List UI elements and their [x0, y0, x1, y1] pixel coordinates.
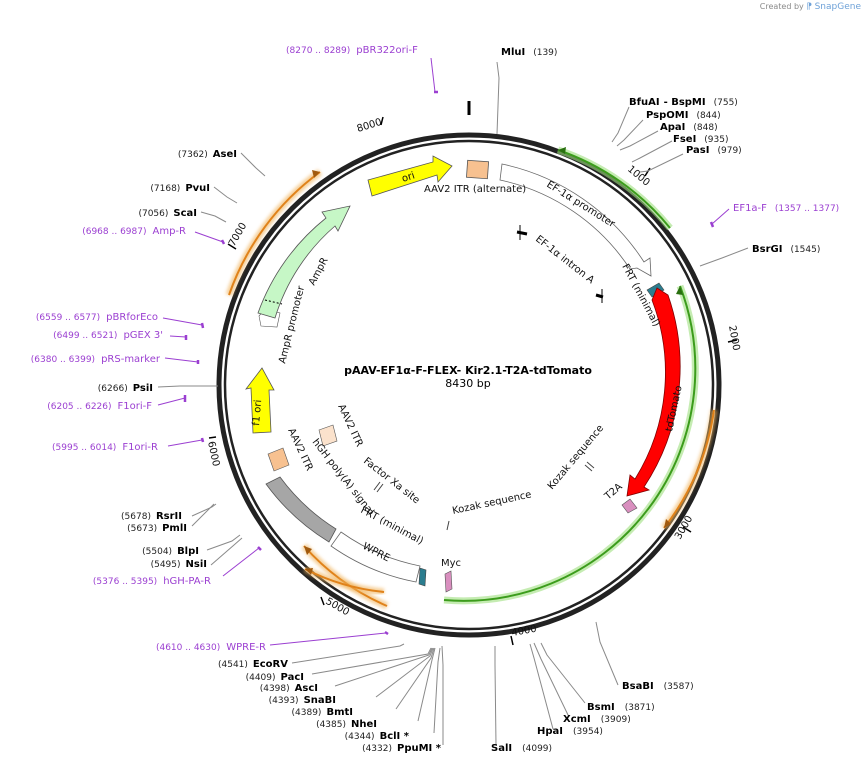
site-pvui: (7168)PvuI	[150, 183, 210, 194]
feature-label-myc: Myc	[441, 558, 461, 569]
site-psii: (6266)PsiI	[98, 383, 153, 394]
site-bsrgi: BsrGI(1545)	[752, 244, 820, 255]
primer-wpre-r: (4610 .. 4630)WPRE-R	[156, 642, 266, 653]
snapgene-credit: Created by ⁋ SnapGene	[760, 2, 861, 12]
snapgene-logo: ⁋	[806, 2, 813, 12]
site-bsabi: BsaBI(3587)	[622, 681, 694, 692]
site-snabi: (4393)SnaBI	[269, 695, 336, 706]
site-pmli: (5673)PmlI	[127, 523, 187, 534]
feature-label-factor-xa: Factor Xa site	[361, 456, 421, 507]
feature-label-t2a: T2A	[602, 481, 625, 503]
site-pspomi: PspOMI(844)	[646, 110, 721, 121]
credit-prefix: Created by	[759, 2, 804, 11]
feature-label-ef1a-intron: EF-1α intron A	[533, 234, 596, 287]
feature-label-hgh-polya: hGH poly(A) signal	[310, 437, 376, 517]
tick-label: 2000	[726, 325, 741, 352]
site-fsei: FseI(935)	[673, 134, 729, 145]
tick-label: 7000	[227, 221, 249, 249]
feature-label-ori: ori	[401, 170, 417, 184]
feature-arcs	[225, 146, 718, 610]
site-asei: (7362)AseI	[178, 149, 237, 160]
feature-label-kozak-center: Kozak sequence	[451, 489, 532, 517]
site-bcli: (4344)BclI *	[345, 731, 410, 742]
site-pasi: PasI(979)	[686, 145, 742, 156]
site-ecorv: (4541)EcoRV	[218, 659, 288, 670]
primer-f1ori-r: (5995 .. 6014)F1ori-R	[52, 442, 158, 453]
site-xcmi: XcmI(3909)	[563, 714, 631, 725]
site-bsmi: BsmI(3871)	[587, 702, 655, 713]
site-nsii: (5495)NsiI	[151, 559, 207, 570]
primer-marks	[183, 90, 715, 636]
feature-label-kozak-right: Kozak sequence	[546, 423, 606, 492]
credit-brand: SnapGene	[814, 2, 861, 12]
feature-label-ampr: AmpR	[307, 256, 331, 288]
site-nhei: (4385)NheI	[316, 719, 377, 730]
tick-label: 4000	[511, 624, 538, 639]
site-paci: (4409)PacI	[246, 672, 304, 683]
backbone-inner	[223, 139, 715, 631]
site-scai: (7056)ScaI	[138, 208, 197, 219]
site-leaders	[157, 61, 749, 746]
feature-label-ef1a-promoter: EF-1α promoter	[544, 179, 617, 230]
primer-prs-marker: (6380 .. 6399)pRS-marker	[31, 354, 161, 365]
primer-pbr322ori-f: (8270 .. 8289)pBR322ori-F	[286, 45, 418, 56]
primer-pgex-3: (6499 .. 6521)pGEX 3'	[53, 330, 163, 341]
primer-hgh-pa-r: (5376 .. 5395)hGH-PA-R	[93, 576, 211, 587]
site-sali: SalI(4099)	[491, 743, 552, 754]
backbone-outer	[216, 132, 722, 638]
primer-f1ori-f: (6205 .. 6226)F1ori-F	[47, 401, 152, 412]
site-blpi: (5504)BlpI	[142, 546, 199, 557]
site-rsrii: (5678)RsrII	[121, 511, 182, 522]
site-bmti: (4389)BmtI	[292, 707, 353, 718]
tick-label: 6000	[205, 440, 221, 467]
site-apai: ApaI(848)	[660, 122, 718, 133]
primer-amp-r: (6968 .. 6987)Amp-R	[82, 226, 186, 237]
feature-label-aav2-itr-inner: AAV2 ITR	[335, 403, 364, 449]
site-hpai: HpaI(3954)	[537, 726, 603, 737]
plasmid-size: 8430 bp	[445, 377, 490, 390]
site-asci: (4398)AscI	[260, 683, 318, 694]
tick-label: 8000	[356, 117, 384, 135]
primer-pbrforeco: (6559 .. 6577)pBRforEco	[36, 312, 158, 323]
primer-leaders	[157, 57, 730, 646]
primer-ef1a-f: EF1a-F(1357 .. 1377)	[733, 203, 839, 214]
feature-label-aav2-itr-alt: AAV2 ITR (alternate)	[424, 184, 526, 195]
feature-label-f1-ori: f1 ori	[251, 399, 264, 426]
feature-label-aav2-itr-left: AAV2 ITR	[285, 427, 314, 473]
site-mlui: MluI(139)	[501, 47, 557, 58]
site-ppumi: (4332)PpuMI *	[362, 743, 442, 754]
plasmid-name: pAAV-EF1α-F-FLEX- Kir2.1-T2A-tdTomato	[344, 364, 592, 377]
site-bfuai-bspmi: BfuAI- BspMI(755)	[629, 97, 738, 108]
